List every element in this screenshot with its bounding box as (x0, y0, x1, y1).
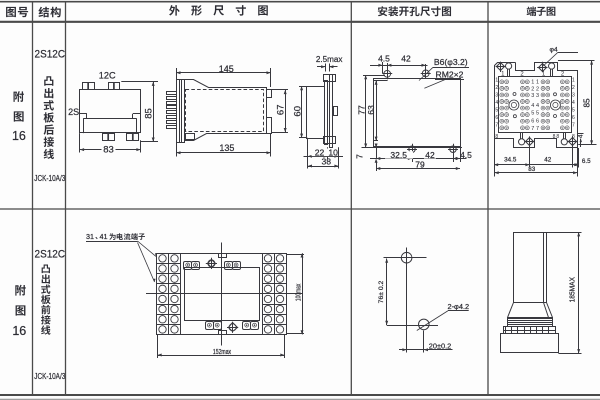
svg-text:63: 63 (366, 105, 376, 115)
svg-text:67: 67 (276, 105, 287, 116)
svg-text:4: 4 (531, 103, 534, 109)
svg-text:42: 42 (425, 150, 435, 160)
svg-text:JCK-10A/3: JCK-10A/3 (34, 372, 65, 381)
svg-text:16: 16 (12, 324, 26, 338)
svg-text:2: 2 (561, 72, 565, 78)
svg-text:34.5: 34.5 (504, 157, 517, 164)
svg-text:32.5: 32.5 (390, 150, 407, 160)
svg-text:42: 42 (544, 157, 552, 164)
svg-text:4.5: 4.5 (460, 150, 472, 160)
svg-text:6: 6 (572, 115, 575, 121)
svg-text:31: 31 (86, 232, 94, 241)
svg-text:2.5max: 2.5max (316, 54, 343, 64)
svg-text:8: 8 (556, 134, 559, 140)
svg-text:7: 7 (354, 154, 364, 159)
svg-text:8: 8 (572, 134, 575, 140)
svg-text:2S12C: 2S12C (35, 248, 66, 260)
svg-text:7: 7 (536, 126, 539, 132)
svg-text:7: 7 (531, 126, 534, 132)
svg-text:JCK-10A/3: JCK-10A/3 (34, 174, 65, 183)
svg-text:3: 3 (572, 93, 575, 99)
svg-text:20±0.2: 20±0.2 (429, 341, 452, 350)
svg-text:100max: 100max (293, 283, 302, 301)
svg-text:5: 5 (536, 111, 539, 117)
svg-text:1: 1 (531, 80, 534, 86)
svg-text:85: 85 (582, 98, 591, 108)
svg-text:6: 6 (495, 115, 498, 121)
svg-text:1: 1 (572, 78, 575, 84)
svg-text:2-φ4.2: 2-φ4.2 (447, 302, 469, 311)
svg-text:3: 3 (531, 93, 534, 99)
svg-text:1: 1 (495, 78, 498, 84)
svg-text:83: 83 (528, 166, 536, 173)
svg-text:22: 22 (315, 147, 325, 157)
svg-text:6: 6 (531, 119, 534, 125)
svg-text:79: 79 (415, 159, 425, 169)
svg-text:152max: 152max (213, 349, 232, 356)
svg-text:12C: 12C (99, 71, 116, 81)
svg-text:1: 1 (536, 80, 539, 86)
svg-text:6.5: 6.5 (582, 158, 591, 165)
svg-text:5: 5 (531, 111, 534, 117)
svg-text:4: 4 (578, 134, 585, 138)
svg-text:135: 135 (219, 143, 234, 153)
svg-text:7: 7 (495, 123, 498, 129)
svg-text:3: 3 (495, 93, 498, 99)
svg-text:10: 10 (328, 147, 338, 157)
svg-text:7: 7 (572, 123, 575, 129)
svg-text:42: 42 (401, 54, 411, 64)
svg-text:4.5: 4.5 (378, 54, 390, 64)
svg-text:8: 8 (553, 134, 556, 140)
svg-text:16: 16 (12, 129, 26, 143)
svg-text:4: 4 (536, 103, 539, 109)
svg-text:1: 1 (501, 72, 505, 78)
svg-text:2S12C: 2S12C (35, 48, 66, 60)
svg-text:41: 41 (100, 232, 108, 241)
svg-text:2: 2 (536, 86, 539, 92)
svg-text:8: 8 (495, 134, 498, 140)
svg-text:2: 2 (520, 72, 524, 78)
svg-text:5: 5 (572, 108, 575, 114)
svg-text:4: 4 (572, 100, 575, 106)
svg-text:85: 85 (144, 108, 155, 119)
svg-text:φ4: φ4 (550, 47, 558, 54)
svg-text:76± 0.2: 76± 0.2 (378, 280, 385, 303)
svg-text:RM2×2: RM2×2 (436, 70, 464, 80)
svg-text:6: 6 (536, 119, 539, 125)
svg-text:3: 3 (536, 93, 539, 99)
svg-text:185MAX: 185MAX (568, 277, 577, 302)
svg-text:1: 1 (542, 72, 546, 78)
svg-text:2: 2 (572, 85, 575, 91)
svg-text:2: 2 (531, 86, 534, 92)
svg-text:2: 2 (495, 85, 498, 91)
svg-text:145: 145 (219, 64, 234, 74)
svg-text:38: 38 (322, 157, 332, 167)
svg-text:60: 60 (292, 106, 303, 117)
svg-text:5: 5 (495, 108, 498, 114)
svg-text:B6(φ3.2): B6(φ3.2) (434, 57, 468, 67)
svg-text:2S: 2S (68, 107, 79, 117)
svg-text:83: 83 (103, 145, 114, 156)
svg-text:4: 4 (495, 100, 498, 106)
svg-text:77: 77 (356, 105, 366, 115)
